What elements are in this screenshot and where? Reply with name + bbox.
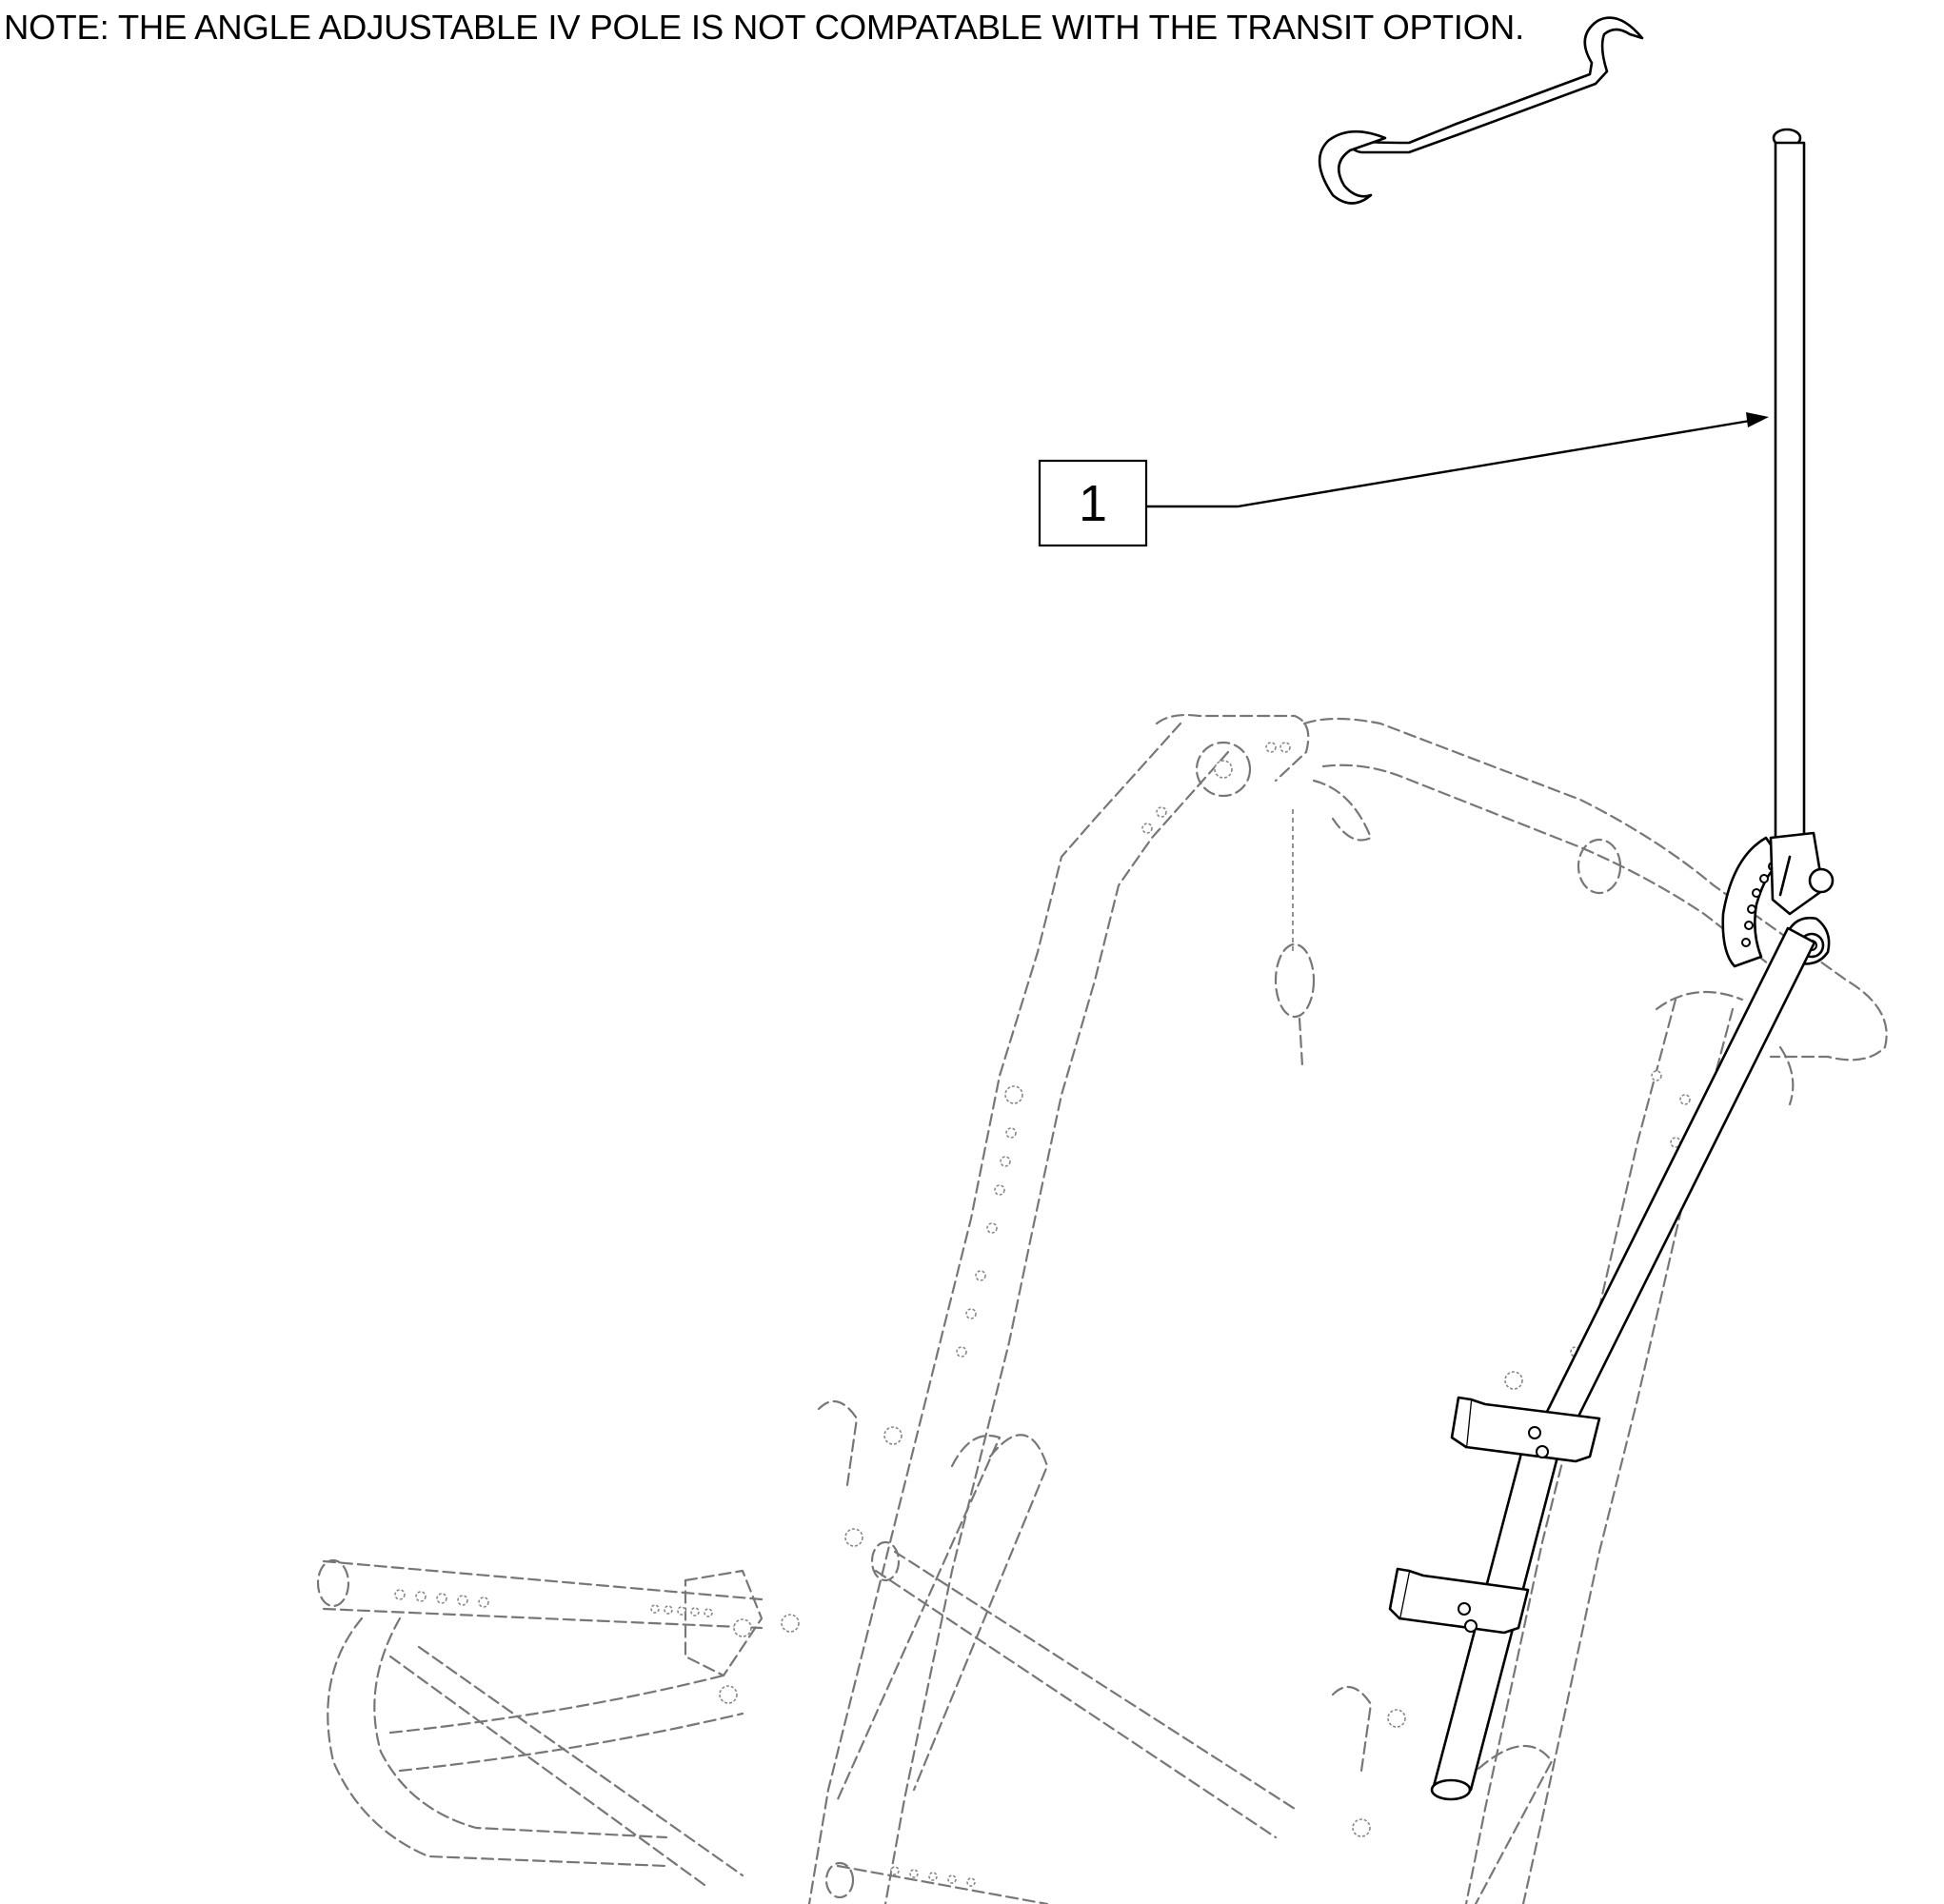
note-text: NOTE: THE ANGLE ADJUSTABLE IV POLE IS NO… xyxy=(4,8,1525,47)
iv-pole xyxy=(1318,16,1835,1801)
callout-label: 1 xyxy=(1079,475,1107,532)
callout-1: 1 xyxy=(1038,412,1769,547)
wheelchair-frame-phantom xyxy=(316,713,1888,1904)
